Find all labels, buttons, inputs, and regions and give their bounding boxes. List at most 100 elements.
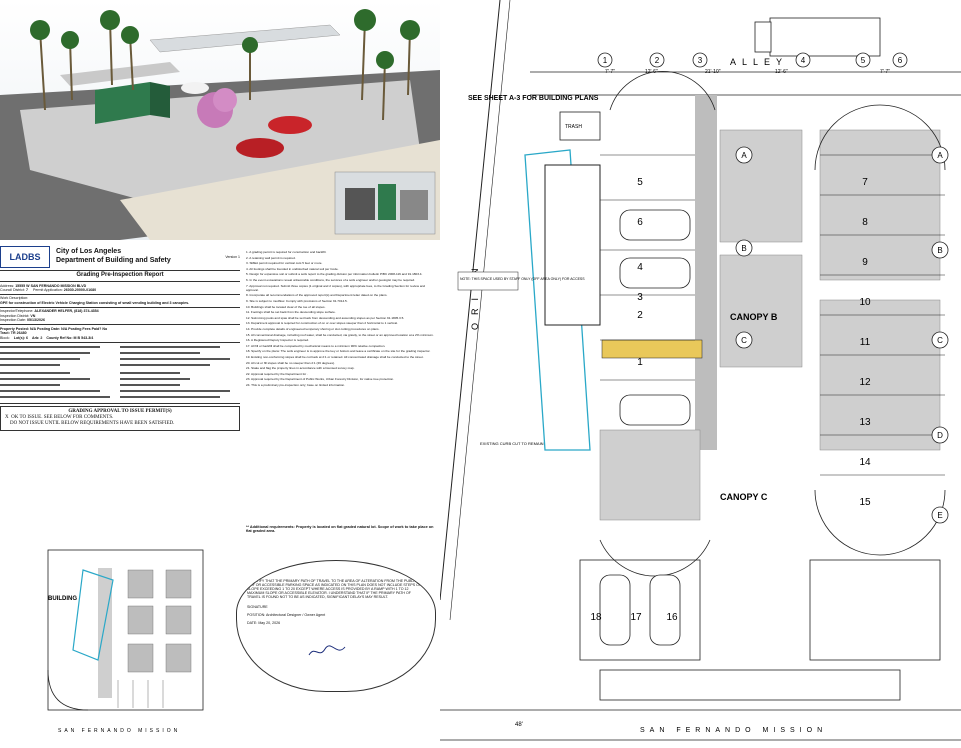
grid-top-5-bubble <box>855 52 871 68</box>
space-number-8: 8 <box>862 217 868 228</box>
option-do-not-issue: DO NOT ISSUE UNTIL BELOW REQUIREMENTS HA… <box>10 421 175 427</box>
property-posted: Property Posted: N/A Posting Date: N/A P… <box>0 326 108 331</box>
space-number-6: 6 <box>637 217 643 228</box>
mini-building-label: BUILDING <box>48 596 77 602</box>
note-item: 8. Incorporate all recommendations of th… <box>246 293 388 298</box>
certification-text: I CERTIFY THAT THE PRIMARY PATH OF TRAVE… <box>247 579 425 599</box>
space-number-12: 12 <box>859 377 871 388</box>
note-item: 10. Buildings shall be located clear of … <box>246 304 326 309</box>
option-ok-to-issue: X OK TO ISSUE. SEE BELOW FOR COMMENTS. <box>5 415 114 421</box>
grid-top-3-bubble <box>692 52 708 68</box>
space-number-4: 4 <box>637 262 643 273</box>
grid-right-B-label: B <box>937 246 942 255</box>
grid-right-E-label: E <box>937 511 942 520</box>
mini-site-plan: BUILDING SAN FERNANDO MISSION <box>38 540 218 738</box>
version-label: Version 1 <box>225 254 240 259</box>
note-item: 1. A grading permit is required for cons… <box>246 250 327 254</box>
arb: Arb: 2 <box>31 335 43 340</box>
note-item: 6. In the event excavations reveal unfav… <box>246 278 416 283</box>
grid-right-C-bubble <box>931 331 949 349</box>
grading-approval-box: GRADING APPROVAL TO ISSUE PERMIT(S) X OK… <box>0 405 240 431</box>
note-item: 17. All fill or backfill shall be compac… <box>246 343 386 348</box>
rendering-image <box>0 0 440 240</box>
grid-mid-group: ABC <box>735 146 753 349</box>
signature-label: SIGNATURE <box>247 605 268 609</box>
inspector-label: Inspector/Telephone: <box>0 309 34 314</box>
canopy-c-label: CANOPY C <box>720 492 768 502</box>
grid-mid-C-label: C <box>741 336 747 345</box>
grid-top-4-bubble <box>795 52 811 68</box>
space-number-2: 2 <box>637 310 643 321</box>
space-number-1: 1 <box>637 357 643 368</box>
space-number-5: 5 <box>637 177 643 188</box>
dimension-top: 12'-6" <box>645 69 658 75</box>
date-value: 05/13/2026 <box>26 318 45 323</box>
space-number-15: 15 <box>859 497 871 508</box>
note-item: 19. Existing non-conforming slopes shall… <box>246 354 424 359</box>
tract: Tract: TR 26480 <box>0 331 27 336</box>
note-item: 18. Specify on the plans: The soils engi… <box>246 349 431 354</box>
grid-top-2-bubble <box>649 52 665 68</box>
grid-mid-A-bubble <box>735 146 753 164</box>
curb-cut-note: EXISTING CURB CUT TO REMAIN <box>480 441 544 446</box>
alley-label: ALLEY <box>730 57 788 67</box>
grid-top-1-label: 1 <box>603 56 608 65</box>
space-number-3: 3 <box>637 292 643 303</box>
permit-value: 26030-20000-01680 <box>63 287 97 292</box>
note-item: 12. Swimming pools and spas shall be set… <box>246 315 405 320</box>
note-item: 2. A retaining wall permit is required. <box>246 255 296 260</box>
grid-mid-A-label: A <box>741 151 747 160</box>
space-number-11: 11 <box>860 337 871 348</box>
space-number-9: 9 <box>862 257 868 268</box>
district-label: Inspection District: <box>0 313 30 318</box>
space-number-7: 7 <box>862 177 868 188</box>
grading-pre-inspection-report: LADBS City of Los Angeles Department of … <box>0 246 240 536</box>
space-number-18: 18 <box>590 612 602 623</box>
grid-right-D-bubble <box>931 426 949 444</box>
trash-label: TRASH <box>565 124 582 130</box>
note-item: 16. A Registered Deputy Inspector is req… <box>246 338 310 343</box>
site-rendering <box>0 0 440 240</box>
note-item: 23. Approval required by the Department … <box>246 377 394 382</box>
grid-right-B-bubble <box>931 241 949 259</box>
council-label: Council District: <box>0 287 25 292</box>
report-title: Grading Pre-Inspection Report <box>76 272 164 278</box>
report-header: LADBS City of Los Angeles Department of … <box>0 246 240 268</box>
canopy-b-label: CANOPY B <box>730 312 778 322</box>
grid-mid-B-bubble <box>735 239 753 257</box>
space-number-14: 14 <box>859 457 871 468</box>
council-value: 7 <box>25 287 28 292</box>
dept-name: Department of Building and Safety <box>56 257 171 264</box>
truck-outline <box>754 17 881 57</box>
grid-right-C-label: C <box>937 336 943 345</box>
note-item: 15. All conventional drainage, including… <box>246 332 434 337</box>
dept-city: City of Los Angeles <box>56 248 122 256</box>
bottom-dimension: 48' <box>515 722 523 728</box>
grid-right-D-label: D <box>937 431 943 440</box>
note-item: 5. Design for expansive soil or submit a… <box>246 272 423 277</box>
address-value: 15555 W SAN FERNANDO MISSION BLVD <box>15 283 87 288</box>
dimension-group: 7'-7"12'-6"21'-10"12'-6"7'-7" <box>605 69 890 75</box>
accessibility-certification: I CERTIFY THAT THE PRIMARY PATH OF TRAVE… <box>236 560 436 692</box>
space-number-16: 16 <box>666 612 678 623</box>
district-value: VN <box>30 313 36 318</box>
work-description: GPE for construction of Electric Vehicle… <box>0 300 190 305</box>
mini-street-label: SAN FERNANDO MISSION <box>58 728 180 734</box>
note-item: 13. Department approval is required for … <box>246 321 398 326</box>
grid-top-2-label: 2 <box>655 56 660 65</box>
ladbs-logo: LADBS <box>0 246 50 268</box>
space-number-13: 13 <box>859 417 871 428</box>
dimension-top: 21'-10" <box>705 69 721 75</box>
grid-top-6-label: 6 <box>898 56 903 65</box>
grid-right-E-bubble <box>931 506 949 524</box>
position: POSITION: Architectural Designer / Owner… <box>247 613 326 617</box>
mini-plan-drawing: BUILDING SAN FERNANDO MISSION <box>47 549 204 734</box>
work-label: Work Description: <box>0 296 29 301</box>
grid-top-1-bubble <box>597 52 613 68</box>
address-label: Address: <box>0 283 15 288</box>
note-item: 11. Footings shall be set back from the … <box>246 310 336 315</box>
